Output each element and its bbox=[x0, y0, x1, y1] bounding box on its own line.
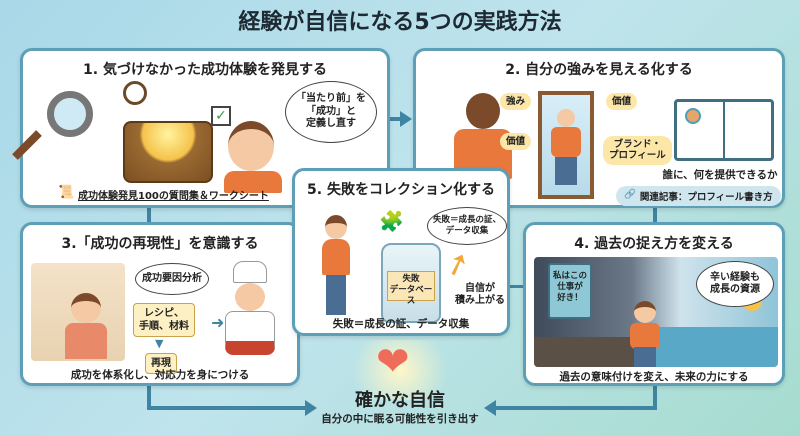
panel-title: 1. 気づけなかった成功体験を発見する bbox=[83, 62, 327, 78]
panel-step-5: 5. 失敗をコレクション化する 🧩 失敗 データベース 失敗＝成長の証、 データ… bbox=[292, 168, 510, 336]
checkmark-icon: ✓ bbox=[211, 106, 231, 126]
profile-book-icon bbox=[674, 99, 774, 161]
panel-title: 3.「成功の再現性」を意識する bbox=[61, 236, 259, 252]
book-label: 私はこの 仕事が 好き！ bbox=[548, 263, 592, 319]
thought-bubble: 辛い経験も 成長の資源 bbox=[696, 261, 774, 307]
tag-value: 価値 bbox=[500, 133, 532, 151]
person-illustration bbox=[224, 121, 282, 193]
arrow-down-icon: ▼ bbox=[155, 337, 164, 350]
caption: 誰に、何を提供できるか bbox=[662, 169, 778, 181]
magnifier-handle bbox=[12, 130, 42, 160]
recipe-box: レシピ、 手順、材料 bbox=[133, 303, 195, 337]
goal-subtitle: 自分の中に眠る可能性を引き出す bbox=[321, 413, 479, 425]
connector bbox=[147, 205, 151, 225]
thought-bubble: 失敗＝成長の証、 データ収集 bbox=[427, 207, 507, 245]
heart-icon: ❤ bbox=[376, 339, 410, 385]
caption: 成功を体系化し、対応力を身につける bbox=[70, 369, 250, 381]
jar-label: 失敗 データベース bbox=[387, 271, 435, 306]
connector bbox=[147, 406, 307, 410]
arrow-right-icon: ➜ bbox=[211, 313, 225, 332]
tag-value: 価値 bbox=[606, 93, 638, 111]
treasure-chest-icon bbox=[123, 121, 213, 183]
worksheet-link[interactable]: 成功体験発見100の質問集＆ワークシート bbox=[78, 191, 269, 202]
jar-icon: 失敗 データベース bbox=[381, 243, 441, 323]
arrow-left-icon bbox=[484, 400, 496, 416]
connector bbox=[388, 117, 404, 121]
person-illustration bbox=[322, 215, 350, 315]
arrow-right-icon bbox=[400, 111, 412, 127]
page-title: 経験が自信になる5つの実践方法 bbox=[238, 10, 562, 35]
connector bbox=[147, 383, 151, 409]
mirror-icon bbox=[538, 91, 594, 199]
panel-title: 5. 失敗をコレクション化する bbox=[307, 182, 495, 198]
caption: 失敗＝成長の証、データ収集 bbox=[332, 318, 470, 330]
panel-step-4: 4. 過去の捉え方を変える 私はこの 仕事が 好き！ 辛い経験も 成長の資源 過… bbox=[523, 222, 785, 386]
tag-strength: 強み bbox=[500, 93, 532, 111]
arrow-up-icon: ➚ bbox=[439, 243, 476, 286]
link-icon: 🔗 bbox=[624, 189, 636, 200]
caption: 過去の意味付けを変え、未来の力にする bbox=[559, 371, 749, 383]
arrow-right-icon bbox=[305, 400, 317, 416]
connector bbox=[495, 406, 657, 410]
panel-step-1: 1. 気づけなかった成功体験を発見する ✓ 「当たり前」を 「成功」と 定義し直… bbox=[12, 48, 390, 208]
chef-illustration bbox=[225, 261, 275, 355]
panel-title: 4. 過去の捉え方を変える bbox=[574, 236, 734, 252]
goal-title: 確かな自信 bbox=[355, 390, 445, 411]
connector bbox=[653, 383, 657, 409]
connector bbox=[653, 205, 657, 225]
panel-step-3: 3.「成功の再現性」を意識する 成功要因分析 レシピ、 手順、材料 ➜ ▼ 再現… bbox=[20, 222, 300, 386]
arrow-text: 自信が 積み上がる bbox=[455, 283, 505, 306]
related-article-link[interactable]: 🔗 関連記事：プロフィール書き方 bbox=[616, 186, 781, 206]
glow bbox=[340, 340, 460, 400]
thought-bubble: 「当たり前」を 「成功」と 定義し直す bbox=[285, 81, 377, 143]
kitchen-illustration bbox=[31, 263, 125, 361]
reproduce-box: 再現 bbox=[145, 353, 177, 374]
clock-icon bbox=[123, 81, 147, 105]
tag-brand-profile: ブランド・ プロフィール bbox=[603, 136, 672, 165]
scroll-icon: 📜 bbox=[58, 185, 75, 200]
panel-title: 2. 自分の強みを見える化する bbox=[505, 62, 693, 78]
magnifier-icon bbox=[47, 91, 93, 137]
related-article-label: 関連記事：プロフィール書き方 bbox=[639, 192, 773, 203]
puzzle-piece-icon: 🧩 bbox=[379, 209, 404, 233]
thought-bubble: 成功要因分析 bbox=[135, 263, 209, 295]
